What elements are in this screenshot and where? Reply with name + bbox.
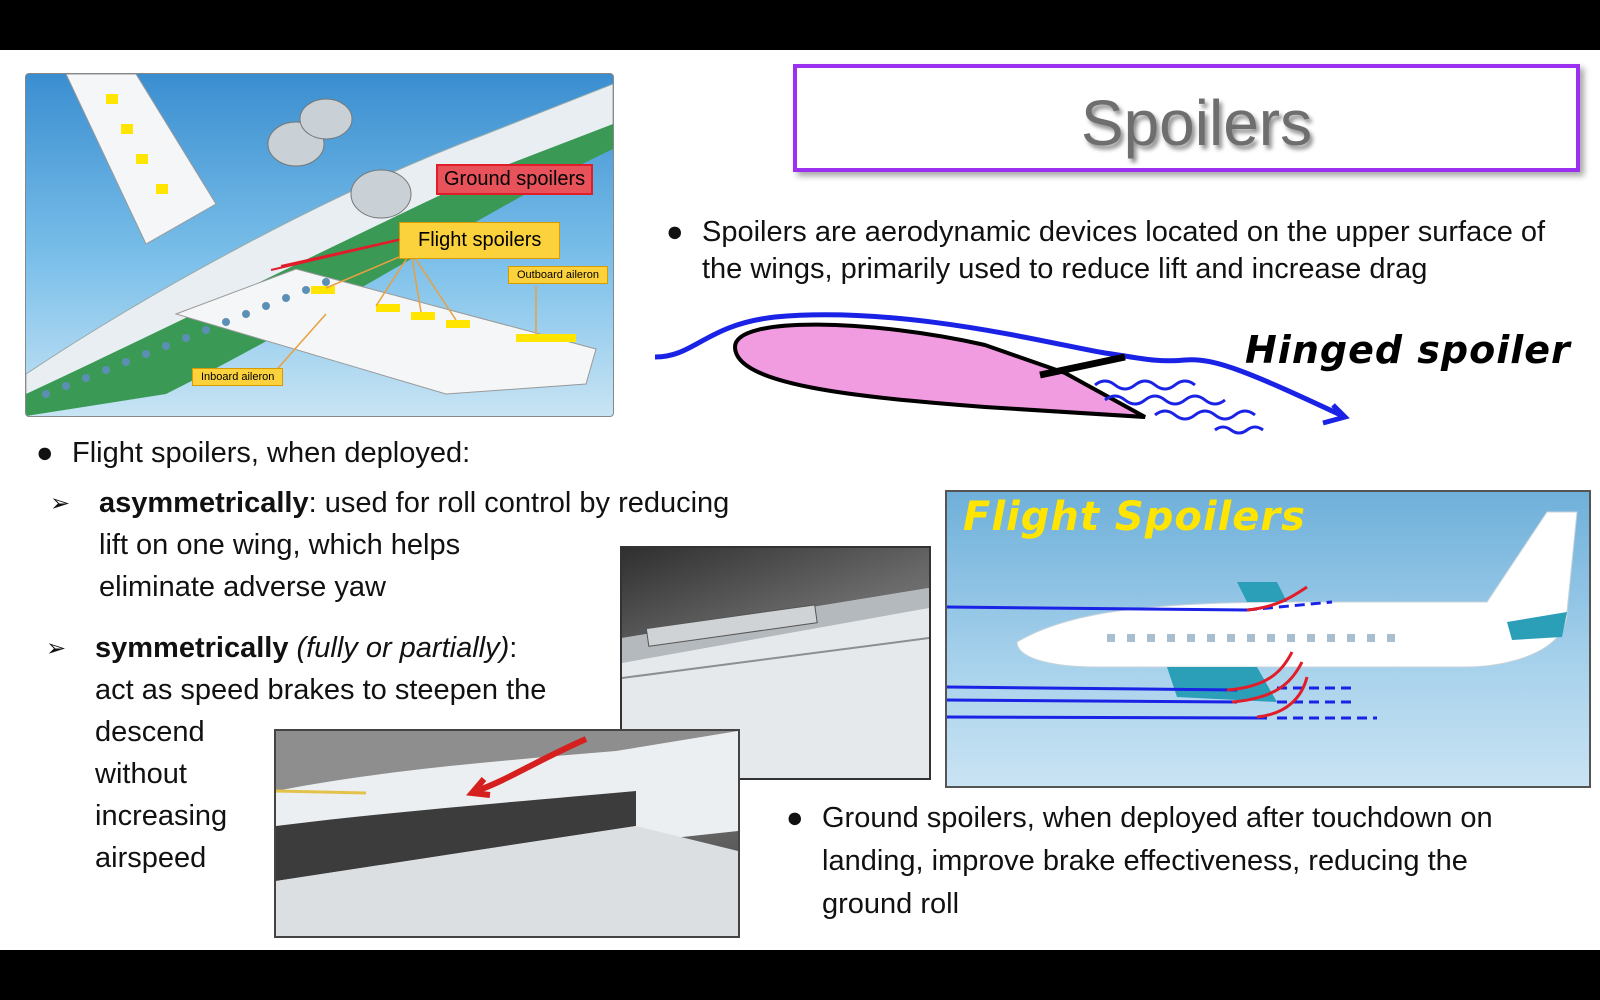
symmetric-line4: without <box>95 758 187 790</box>
ground-line1: Ground spoilers, when deployed after tou… <box>822 802 1493 834</box>
flight-spoilers-label: Flight Spoilers <box>963 494 1306 540</box>
airflow-arrowhead <box>1322 403 1350 426</box>
title-box: Spoilers <box>793 64 1580 172</box>
wing-spoilers-photo <box>620 546 931 780</box>
slide-title: Spoilers <box>1080 87 1313 159</box>
symmetric-line6: airspeed <box>95 842 207 874</box>
bullet-dot: ● <box>36 437 54 469</box>
airfoil-shape <box>732 322 1146 419</box>
hinged-spoiler-airfoil <box>655 312 1350 435</box>
ground-line3: ground roll <box>822 888 960 920</box>
arrow-bullet-icon: ➢ <box>50 490 71 517</box>
symmetric-line3: descend <box>95 716 205 748</box>
wing-spoiler-diagram: Ground spoilers Flight spoilers Outboard… <box>25 73 614 417</box>
symmetric-colon: : <box>509 632 518 664</box>
asymmetric-line2: lift on one wing, which helps <box>99 529 461 561</box>
arrow-bullet-icon: ➢ <box>46 635 67 662</box>
turbulent-wake <box>1094 379 1264 435</box>
flight-spoilers-text: Flight spoilers, when deployed: <box>72 437 471 469</box>
symmetric-line5: increasing <box>95 800 228 832</box>
symmetric-term: symmetrically <box>95 632 289 664</box>
ground-line2: landing, improve brake effectiveness, re… <box>822 845 1468 877</box>
hinged-spoiler-label: Hinged spoiler <box>1245 328 1571 372</box>
bullet-dot: ● <box>666 216 684 248</box>
asymmetric-term: asymmetrically <box>99 487 309 519</box>
symmetric-qualifier: (fully or partially) <box>296 632 510 664</box>
ground-spoilers-callout: Ground spoilers <box>436 164 594 195</box>
slide: Spoilers <box>0 50 1600 950</box>
asymmetric-line1: : used for roll control by reducing <box>308 487 730 519</box>
flight-spoilers-illustration: Flight Spoilers <box>945 490 1591 788</box>
spoiler-panel <box>1039 353 1126 379</box>
ground-spoilers-photo <box>274 729 740 938</box>
outboard-aileron-label: Outboard aileron <box>508 266 608 284</box>
inboard-aileron-label: Inboard aileron <box>192 368 284 386</box>
asymmetric-line3: eliminate adverse yaw <box>99 571 386 603</box>
symmetric-line2: act as speed brakes to steepen the <box>95 674 547 706</box>
bullet-dot: ● <box>786 802 804 834</box>
airflow-line <box>655 312 1347 420</box>
intro-text: Spoilers are aerodynamic devices located… <box>702 216 1546 285</box>
flight-spoilers-callout: Flight spoilers <box>399 222 561 259</box>
